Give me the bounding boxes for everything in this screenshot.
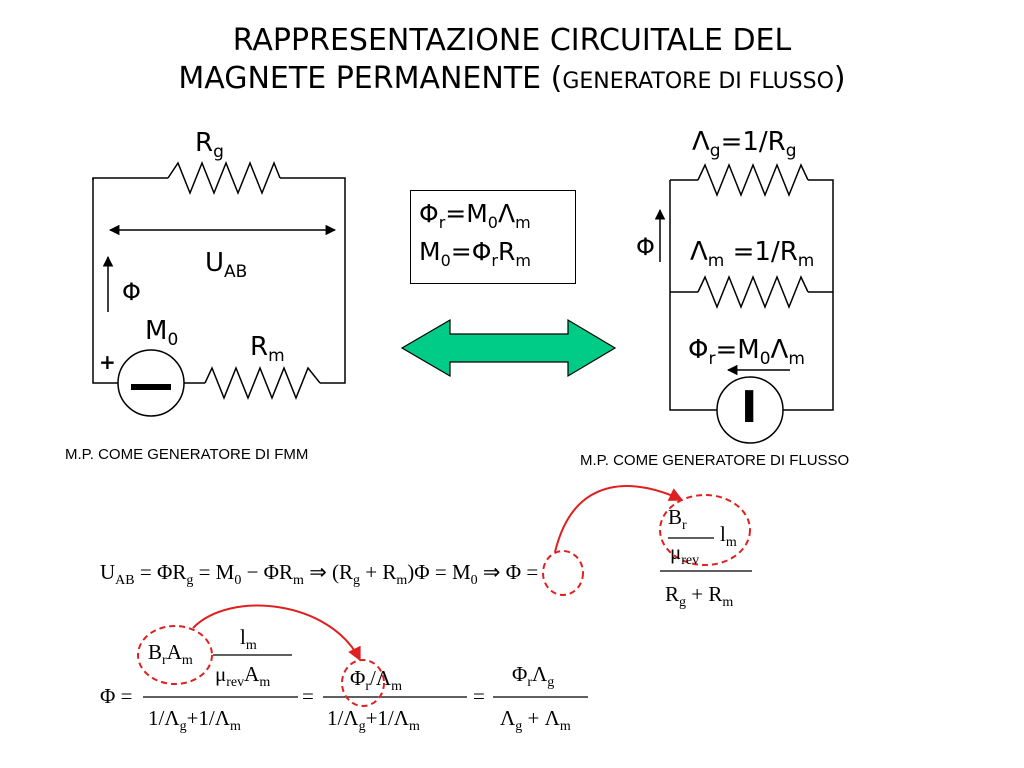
eq2-f1-num-lm: lm xyxy=(240,625,257,654)
left-wire-left xyxy=(92,178,118,384)
eq1-num-bottom: μrev xyxy=(670,540,700,569)
lambda-g-label: Λg=1/Rg xyxy=(692,127,797,162)
eq1-den: Rg + Rm xyxy=(665,582,734,611)
eq2-f3-den: Λg + Λm xyxy=(500,706,571,735)
left-caption: M.P. COME GENERATORE DI FMM xyxy=(65,446,309,463)
rm-resistor-left xyxy=(204,365,321,401)
arrow-m0-to-brlm xyxy=(554,485,684,553)
fraction-bars xyxy=(143,537,752,698)
title-line-1: RAPPRESENTAZIONE CIRCUITALE DEL xyxy=(232,23,792,58)
mmf-source-minus xyxy=(131,384,171,390)
lambda-m-label: Λm =1/Rm xyxy=(690,237,815,272)
uab-label: UAB xyxy=(205,248,248,283)
m0-highlight xyxy=(542,550,584,596)
eq1-num-top: Br xyxy=(668,505,687,534)
eq2-phi-equals: Φ = xyxy=(100,684,133,708)
equation-1-left: UAB = ΦRg = M0 − ΦRm ⇒ (Rg + Rm)Φ = M0 ⇒… xyxy=(100,560,539,589)
right-caption: M.P. COME GENERATORE DI FLUSSO xyxy=(580,452,850,469)
phi-label-right: Φ xyxy=(636,233,655,261)
box-line-2: M0=ΦrRm xyxy=(419,237,531,270)
right-wire-right xyxy=(783,179,834,411)
title-line-2: MAGNETE PERMANENTE (GENERATORE DI FLUSSO… xyxy=(178,61,846,96)
flux-source-symbol: I xyxy=(741,382,758,433)
rm-label-left: Rm xyxy=(250,332,285,367)
eq2-f2-den: 1/Λg+1/Λm xyxy=(327,706,420,735)
mmf-source-circle xyxy=(117,349,185,417)
relations-box: Φr=M0Λm M0=ΦrRm xyxy=(410,190,576,284)
eq2-f1-num-top: BrAm xyxy=(148,640,193,669)
m0-label: M0 xyxy=(145,316,179,351)
eq2-equals-1: = xyxy=(302,684,314,708)
rm-resistor-right xyxy=(697,274,809,310)
rg-resistor-left xyxy=(167,160,281,196)
bram-highlight xyxy=(137,625,213,685)
left-circuit xyxy=(92,160,346,417)
phir-highlight xyxy=(341,659,385,707)
rg-resistor-right xyxy=(697,162,809,198)
flux-source-circle xyxy=(716,376,784,444)
eq1-num-lm: lm xyxy=(720,522,737,551)
highlights xyxy=(137,485,751,707)
phir-label-right: Φr=M0Λm xyxy=(688,335,805,370)
plus-sign: + xyxy=(99,350,116,374)
left-wire-top-right xyxy=(280,177,346,384)
eq2-f3-num: ΦrΛg xyxy=(512,662,555,691)
page-title: RAPPRESENTAZIONE CIRCUITALE DEL MAGNETE … xyxy=(0,22,1024,101)
eq2-f1-num-bottom: μrevAm xyxy=(215,662,271,691)
brlm-highlight xyxy=(659,494,751,566)
eq2-equals-2: = xyxy=(473,684,485,708)
eq2-f1-den: 1/Λg+1/Λm xyxy=(148,706,241,735)
arrow-bram-to-phir xyxy=(192,604,361,662)
eq2-f2-num: Φr/Λm xyxy=(350,666,402,695)
phi-label-left: Φ xyxy=(122,278,141,306)
rg-label-left: Rg xyxy=(195,128,224,163)
box-line-1: Φr=M0Λm xyxy=(419,199,531,232)
double-arrow xyxy=(400,318,617,378)
right-wire-left xyxy=(669,180,717,411)
left-wire-top xyxy=(92,177,168,180)
right-circuit xyxy=(654,162,834,444)
